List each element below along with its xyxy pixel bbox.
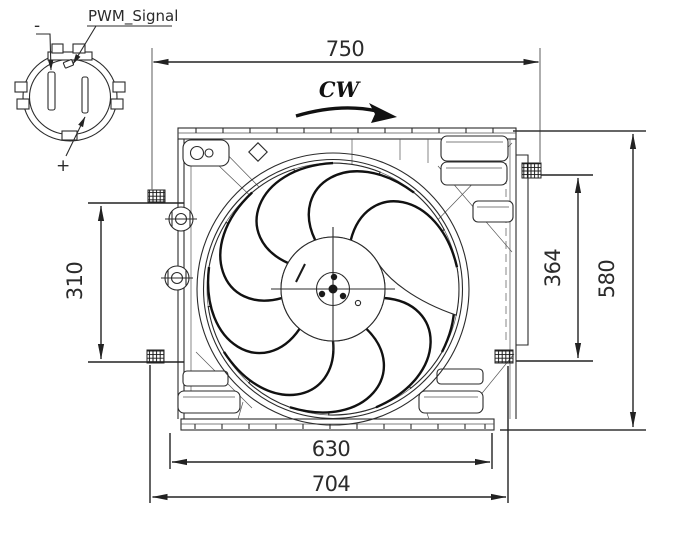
dimension-left-span: 310 — [63, 202, 184, 363]
diamond-boss — [248, 142, 268, 162]
cw-rotation-arrow — [295, 106, 378, 118]
rotation-indicator: CW — [295, 77, 397, 123]
pin-minus — [47, 71, 56, 111]
plus-leader-line — [65, 116, 86, 157]
shroud-top-rail — [177, 127, 517, 140]
cw-arrowhead — [369, 103, 397, 123]
hub-index-mark — [295, 263, 306, 283]
dim-text-right-span: 364 — [541, 249, 565, 288]
pin-plus — [81, 76, 89, 114]
connector-pinout-detail: PWM_Signal - + — [14, 7, 178, 176]
connector-left-tab — [14, 81, 28, 93]
dim-text-overall-width: 750 — [326, 37, 365, 61]
connector-right-tab — [112, 81, 126, 93]
minus-label: - — [34, 16, 40, 36]
dim-text-overall-height: 580 — [595, 260, 619, 299]
dim-text-outer-width: 704 — [312, 472, 351, 496]
left-bolt-bosses — [161, 206, 197, 291]
pwm-leader-line — [72, 25, 97, 65]
minus-leader-line — [36, 33, 54, 71]
cw-label: CW — [319, 77, 362, 102]
bottom-left-louvers — [177, 370, 241, 414]
fan-ring-outer — [196, 152, 470, 426]
pin-pwm-signal — [62, 59, 75, 69]
shroud-connector-housing — [182, 139, 230, 167]
connector-bottom-tab — [61, 130, 78, 141]
dimension-right-span: 364 — [516, 174, 593, 362]
dim-text-left-span: 310 — [63, 262, 87, 301]
plus-label: + — [56, 156, 70, 176]
dimension-inner-width: 630 — [169, 433, 493, 469]
top-right-louvers — [440, 135, 514, 223]
dimension-overall-width: 750 — [151, 37, 541, 190]
bottom-right-louvers — [418, 368, 484, 414]
mounting-brackets — [146, 162, 542, 364]
hub-center-dot — [328, 284, 338, 294]
dimension-outer-width: 704 — [149, 365, 509, 503]
dimension-overall-height: 580 — [500, 130, 646, 431]
fan-assembly — [183, 133, 491, 445]
hub-small-hole — [354, 299, 362, 307]
pwm-signal-label: PWM_Signal — [88, 7, 178, 26]
dim-text-inner-width: 630 — [312, 437, 351, 461]
